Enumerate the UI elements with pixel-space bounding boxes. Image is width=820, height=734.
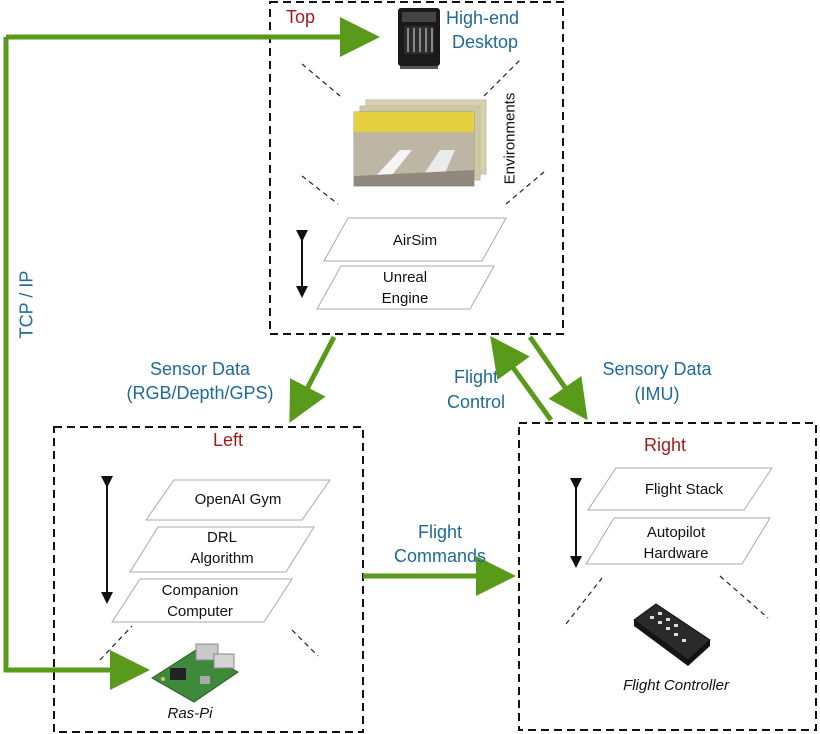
flight-controller-icon bbox=[633, 603, 711, 666]
connector-dash bbox=[301, 63, 341, 97]
layer-drl-label-line1: DRL bbox=[206, 529, 237, 546]
flight-commands-label-line2: Commands bbox=[393, 546, 487, 566]
layer-unreal-label-line2: Engine bbox=[381, 290, 429, 307]
layer-flight-stack bbox=[587, 467, 773, 511]
desktop-tower-icon bbox=[398, 8, 440, 69]
sensory-data-label-line2: (IMU) bbox=[634, 384, 680, 404]
flight-commands-label-line1: Flight bbox=[417, 522, 462, 542]
left-title: Left bbox=[212, 430, 244, 450]
layer-openai-gym bbox=[145, 479, 331, 521]
sensory-data-label-line1: Sensory Data bbox=[602, 359, 712, 379]
layer-autopilot-label-line2: Hardware bbox=[643, 545, 709, 562]
layer-airsim bbox=[323, 217, 507, 262]
layer-drl-algorithm bbox=[129, 526, 315, 573]
sensor-data-arrow bbox=[289, 335, 337, 423]
connector-dash bbox=[301, 175, 339, 205]
top-title: Top bbox=[286, 7, 316, 27]
layer-companion-computer bbox=[111, 578, 293, 623]
layer-airsim-label: AirSim bbox=[392, 232, 438, 249]
layer-drl-label-line2: Algorithm bbox=[190, 550, 254, 567]
machine-label-line1: High-end bbox=[446, 8, 520, 28]
machine-label-line2: Desktop bbox=[452, 32, 519, 52]
tcp-ip-label: TCP / IP bbox=[16, 270, 37, 339]
raspberry-pi-caption: Ras-Pi bbox=[167, 705, 213, 722]
layer-gym-label: OpenAI Gym bbox=[194, 491, 282, 508]
connector-dash bbox=[99, 625, 133, 661]
layer-flight-stack-label: Flight Stack bbox=[644, 481, 724, 498]
layer-unreal bbox=[316, 265, 495, 310]
environments-label: Environments bbox=[501, 92, 519, 185]
top-box bbox=[269, 1, 564, 335]
flight-control-label-line2: Control bbox=[446, 392, 506, 412]
environment-render-icon bbox=[353, 99, 487, 187]
connector-dash bbox=[565, 577, 603, 625]
flight-control-label-line1: Flight bbox=[453, 367, 498, 387]
flight-control-arrow bbox=[490, 335, 554, 422]
sensory-data-arrow bbox=[527, 335, 588, 421]
layer-unreal-label-line1: Unreal bbox=[382, 269, 428, 286]
layer-autopilot-label-line1: Autopilot bbox=[646, 524, 706, 541]
left-box bbox=[53, 426, 364, 733]
right-title: Right bbox=[643, 435, 687, 455]
connector-dash bbox=[291, 629, 319, 657]
layer-companion-label-line1: Companion bbox=[161, 582, 239, 599]
flight-controller-caption: Flight Controller bbox=[623, 677, 729, 694]
layer-autopilot-hardware bbox=[585, 517, 771, 565]
tcp-ip-trunk bbox=[3, 37, 150, 690]
connector-dash bbox=[719, 575, 769, 619]
sensor-data-label-line2: (RGB/Depth/GPS) bbox=[126, 383, 274, 403]
sensor-data-label-line1: Sensor Data bbox=[149, 359, 251, 379]
right-box bbox=[518, 422, 817, 731]
raspberry-pi-icon bbox=[151, 643, 239, 703]
layer-companion-label-line2: Computer bbox=[167, 603, 233, 620]
